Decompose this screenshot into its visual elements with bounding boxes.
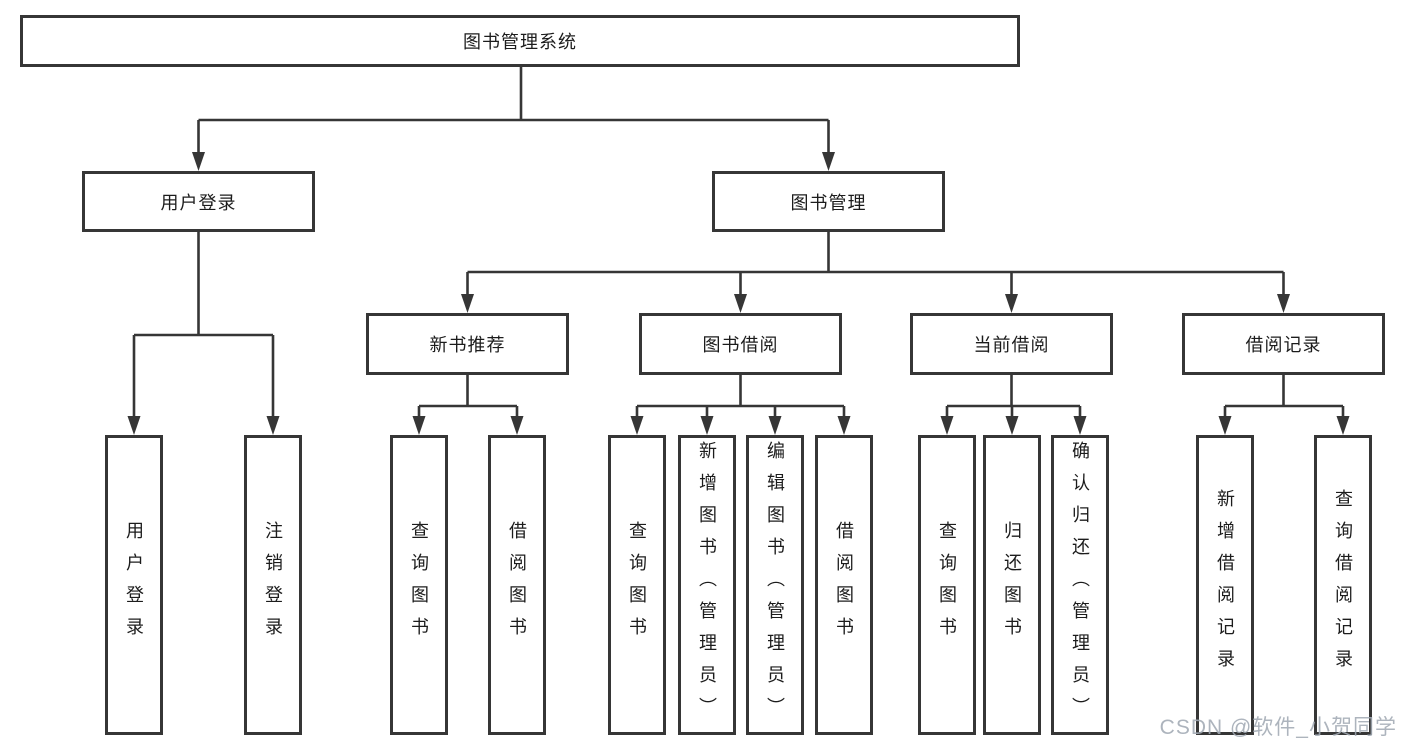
leaf-newbook-query-books-label: 查询图书 (409, 521, 429, 649)
leaf-record-add-borrow-record: 新增借阅记录 (1196, 435, 1254, 735)
leaf-current-confirm-return-admin-label: 确认归还（管理员） (1070, 441, 1090, 729)
node-book-management: 图书管理 (712, 171, 945, 232)
node-new-book-recommend: 新书推荐 (366, 313, 569, 375)
leaf-user-login: 用户登录 (105, 435, 163, 735)
node-borrow-record: 借阅记录 (1182, 313, 1385, 375)
node-user-login: 用户登录 (82, 171, 315, 232)
node-user-login-label: 用户登录 (160, 192, 237, 213)
leaf-newbook-borrow-books: 借阅图书 (488, 435, 546, 735)
leaf-borrow-add-books-admin-label: 新增图书（管理员） (697, 441, 717, 729)
leaf-borrow-edit-books-admin: 编辑图书（管理员） (746, 435, 804, 735)
leaf-newbook-query-books: 查询图书 (390, 435, 448, 735)
leaf-user-login-label: 用户登录 (124, 521, 144, 649)
leaf-borrow-query-books-label: 查询图书 (627, 521, 647, 649)
node-current-borrow-label: 当前借阅 (973, 335, 1050, 355)
node-new-book-recommend-label: 新书推荐 (429, 335, 506, 355)
node-root: 图书管理系统 (20, 15, 1020, 67)
leaf-current-return-books-label: 归还图书 (1002, 521, 1022, 649)
leaf-borrow-query-books: 查询图书 (608, 435, 666, 735)
node-book-borrow-label: 图书借阅 (702, 335, 779, 355)
node-root-label: 图书管理系统 (463, 32, 577, 52)
node-book-management-label: 图书管理 (790, 192, 867, 213)
leaf-current-confirm-return-admin: 确认归还（管理员） (1051, 435, 1109, 735)
node-book-borrow: 图书借阅 (639, 313, 842, 375)
leaf-record-query-borrow-record: 查询借阅记录 (1314, 435, 1372, 735)
leaf-borrow-add-books-admin: 新增图书（管理员） (678, 435, 736, 735)
leaf-current-return-books: 归还图书 (983, 435, 1041, 735)
leaf-current-query-books-label: 查询图书 (937, 521, 957, 649)
leaf-logout: 注销登录 (244, 435, 302, 735)
leaf-record-query-borrow-record-label: 查询借阅记录 (1333, 489, 1353, 681)
csdn-watermark: CSDN @软件_小贺同学 (1159, 716, 1397, 739)
leaf-record-add-borrow-record-label: 新增借阅记录 (1215, 489, 1235, 681)
leaf-current-query-books: 查询图书 (918, 435, 976, 735)
node-borrow-record-label: 借阅记录 (1245, 335, 1322, 355)
leaf-borrow-edit-books-admin-label: 编辑图书（管理员） (765, 441, 785, 729)
leaf-borrow-borrow-books: 借阅图书 (815, 435, 873, 735)
leaf-newbook-borrow-books-label: 借阅图书 (507, 521, 527, 649)
down-arrow-icons (127, 152, 1350, 435)
node-current-borrow: 当前借阅 (910, 313, 1113, 375)
leaf-logout-label: 注销登录 (263, 521, 283, 649)
leaf-borrow-borrow-books-label: 借阅图书 (834, 521, 854, 649)
